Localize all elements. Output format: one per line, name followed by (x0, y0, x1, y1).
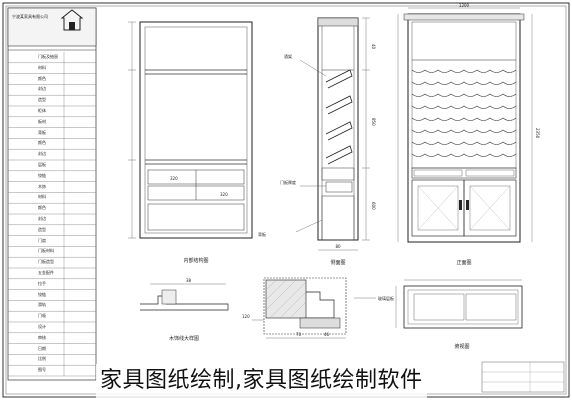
logo-box (7, 7, 97, 47)
title-block-row: 材料 (38, 64, 46, 70)
side-label-back: 背板 (258, 231, 266, 237)
front-elevation-view: 1200 2350 正面图 (397, 3, 540, 266)
title-block-row: 封边 (38, 216, 46, 221)
inner-drawer-dim: 320 (170, 176, 178, 181)
inner-structure-view: 320 320 内部结构图 (128, 21, 253, 264)
wine-rack-line (411, 153, 517, 157)
title-block-row: 层板 (38, 162, 46, 167)
joint-dim-w2: 70 (296, 332, 302, 337)
side-section-view: 40 850 600 80 酒架 门板厚度 背板 侧面图 (258, 17, 376, 266)
inner-drawer2-dim: 320 (220, 192, 228, 197)
side-dim-top: 40 (371, 44, 376, 50)
title-block-row: 颜色 (38, 140, 46, 146)
company-logo-icon (60, 9, 84, 31)
side-dim-base: 80 (335, 244, 341, 249)
wine-rack-line (411, 81, 517, 85)
title-block-row: 木饰 (38, 183, 46, 189)
side-label-door: 门板厚度 (280, 179, 296, 185)
title-block-row: 门板材料 (38, 248, 54, 254)
title-block-row: 审核 (38, 334, 46, 340)
joint-detail-view: 70 46 玻璃层板 120 (242, 277, 394, 339)
joint-dim-h: 120 (242, 314, 250, 319)
wine-rack-line (411, 117, 517, 121)
title-block-row: 颜色 (38, 205, 46, 211)
title-block-row: 颜色 (38, 75, 46, 81)
wine-rack-line (411, 93, 517, 97)
title-block-row: 比例 (38, 356, 46, 362)
door-handle-left (459, 200, 462, 210)
side-dim-bottom: 600 (371, 202, 376, 210)
stamp-area (481, 361, 565, 393)
title-block-row: 拉手 (38, 280, 46, 286)
plan-view: 俯视图 (395, 279, 523, 350)
title-block-row: 封边 (38, 86, 46, 92)
side-view-label: 侧面图 (330, 259, 345, 266)
title-block-row: 造型 (38, 226, 46, 232)
title-block-row: 图号 (38, 367, 46, 373)
title-block-row: 日期 (38, 345, 46, 351)
joint-dim-w3: 46 (324, 332, 330, 337)
title-block-row: 材料 (38, 194, 46, 200)
front-width-dim: 1200 (459, 3, 470, 8)
title-block-row: 设计 (38, 324, 46, 329)
title-block-row: 背板 (38, 129, 46, 135)
title-block-row: 门吸 (38, 313, 46, 319)
inner-view-label: 内部结构图 (183, 257, 208, 264)
wine-rack-line (411, 69, 517, 73)
wine-rack-line (411, 141, 517, 145)
wine-rack-line (411, 105, 517, 109)
company-name: 宁波某家具有限公司 (12, 14, 48, 19)
title-block-row: 柜体 (38, 108, 46, 113)
sheet-inner-border (5, 5, 567, 395)
title-block-row: 门板造型 (38, 259, 54, 265)
image-caption: 家具图纸绘制,家具图纸绘制软件 (96, 364, 427, 398)
detail-dim-w1: 38 (186, 278, 192, 283)
title-block-row: 门板及抽屉 (38, 54, 58, 59)
title-block (7, 7, 97, 381)
side-label-shelf: 酒架 (284, 53, 292, 59)
plan-view-label: 俯视图 (454, 343, 469, 350)
front-view-label: 正面图 (456, 260, 471, 266)
title-block-row: 铰链 (38, 291, 46, 297)
title-block-row: 造型 (38, 97, 46, 103)
title-block-row: 封边 (38, 151, 46, 157)
trim-detail-label: 木饰线大样图 (169, 335, 199, 342)
title-block-row: 五金配件 (38, 270, 54, 275)
side-dim-mid: 850 (371, 118, 376, 126)
title-block-row: 铰链 (38, 172, 46, 178)
door-handle-right (466, 200, 469, 210)
title-block-row: 门扇 (38, 237, 46, 243)
wine-rack-line (411, 129, 517, 133)
trim-detail-view: 38 木饰线大样图 (140, 278, 229, 342)
joint-label-glass: 玻璃层板 (378, 295, 394, 301)
title-block-row: 板材 (38, 118, 46, 124)
title-block-row: 滑轨 (38, 302, 46, 308)
front-height-dim: 2350 (535, 128, 540, 139)
